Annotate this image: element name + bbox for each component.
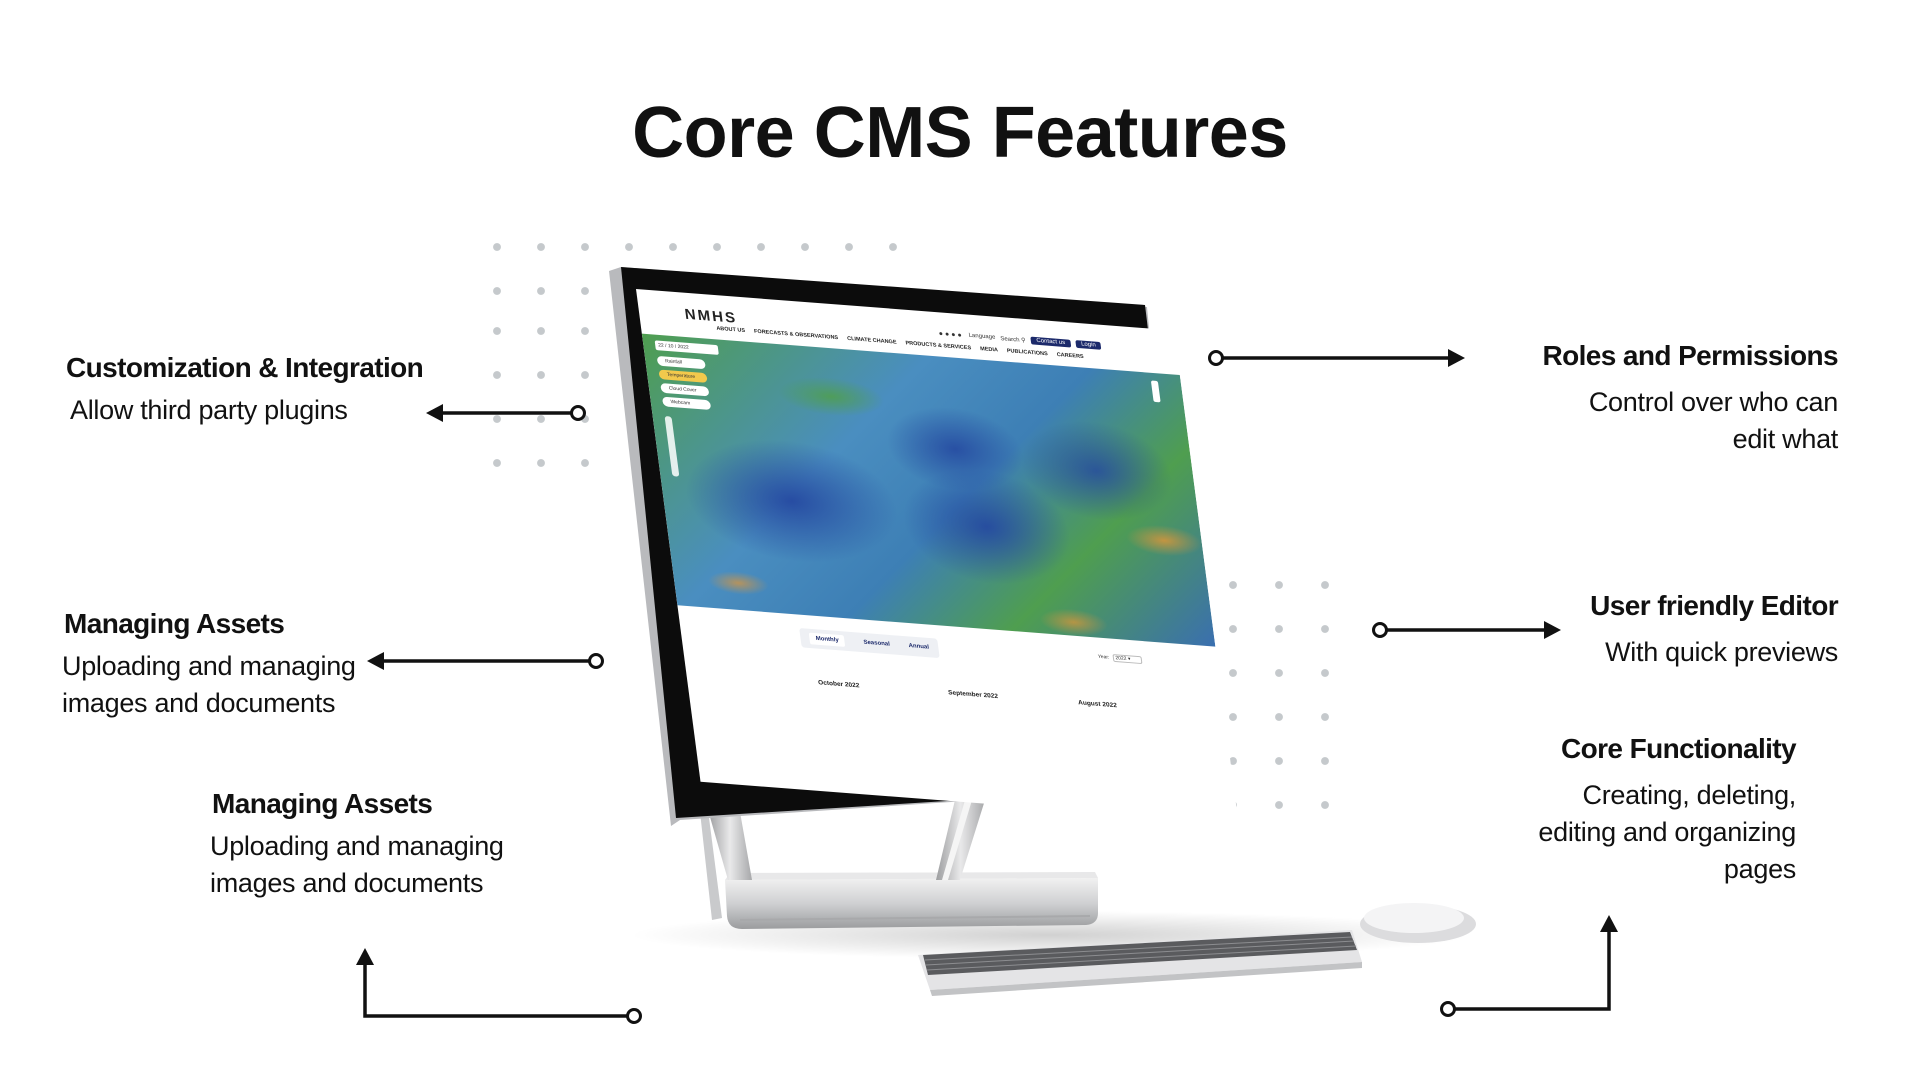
arrow-up-icon	[1440, 915, 1618, 1017]
ring-endpoint-icon	[626, 1008, 642, 1024]
hinge-arm-left	[708, 810, 752, 880]
base-vent	[739, 915, 1091, 921]
feature-heading: Customization & Integration	[66, 352, 424, 383]
arrow-left-icon	[426, 404, 586, 422]
ring-endpoint-icon	[588, 653, 604, 669]
ring-endpoint-icon	[1208, 350, 1224, 366]
feature-desc: With quick previews	[1605, 637, 1838, 667]
feature-customization: Customization & Integration Allow third …	[66, 352, 424, 429]
feature-heading: User friendly Editor	[1590, 590, 1838, 621]
hinge-arm-right-highlight	[942, 800, 972, 880]
arrow-left-icon	[367, 652, 604, 670]
feature-editor: User friendly Editor With quick previews	[1590, 590, 1838, 671]
dot-grid-left	[475, 309, 607, 469]
arrow-right-icon	[1208, 349, 1465, 367]
arrow-up-icon	[356, 948, 642, 1024]
dot-grid-right	[1210, 563, 1348, 819]
feature-desc: Allow third party plugins	[70, 395, 348, 425]
mouse-top	[1364, 903, 1464, 933]
base-top	[725, 872, 1098, 880]
feature-desc: Creating, deleting,editing and organizin…	[1538, 780, 1796, 884]
feature-heading: Roles and Permissions	[1542, 340, 1838, 371]
hinge-arm-left-edge	[700, 810, 722, 920]
feature-heading: Managing Assets	[64, 608, 285, 639]
feature-core: Core Functionality Creating, deleting,ed…	[1538, 733, 1796, 888]
arrow-right-icon	[1372, 621, 1561, 639]
feature-heading: Managing Assets	[212, 788, 433, 819]
feature-roles: Roles and Permissions Control over who c…	[1542, 340, 1838, 458]
keyboard-front-edge	[930, 962, 1362, 996]
ring-endpoint-icon	[1440, 1001, 1456, 1017]
ring-endpoint-icon	[570, 405, 586, 421]
keyboard-key-rows	[924, 936, 1357, 971]
page-title: Core CMS Features	[632, 93, 1288, 173]
feature-heading: Core Functionality	[1561, 733, 1797, 764]
ring-endpoint-icon	[1372, 622, 1388, 638]
